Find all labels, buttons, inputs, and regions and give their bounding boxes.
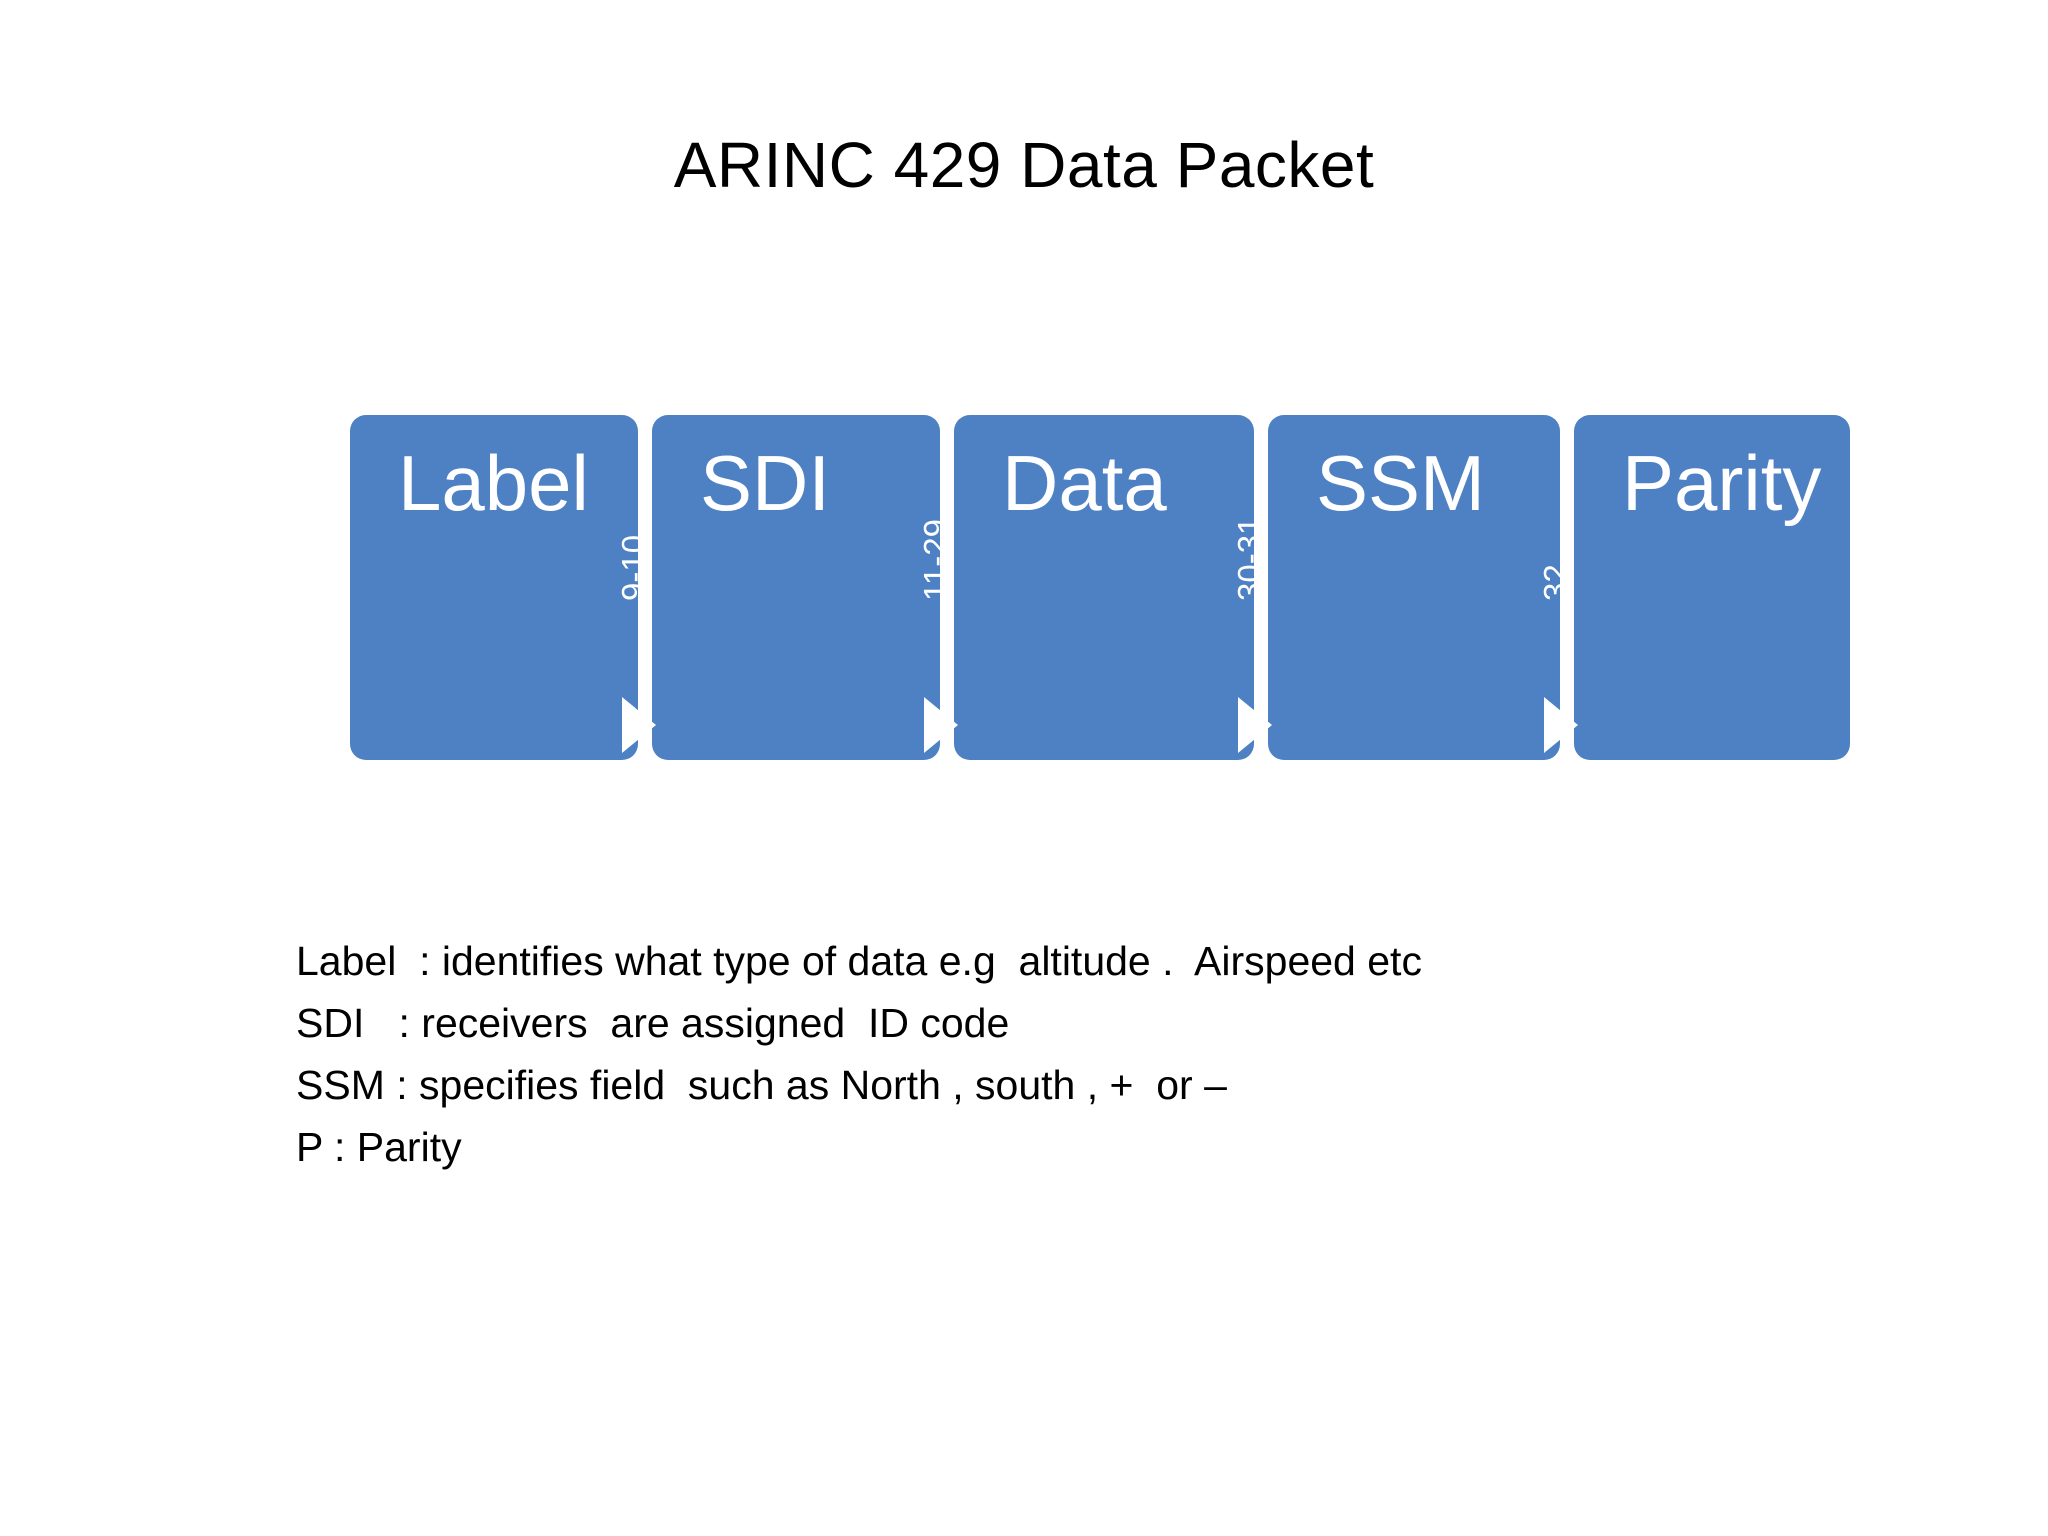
flow-arrow-icon-1 [622,697,656,753]
packet-diagram: 1-8 bits Label 9-10 SDI 11-29 Data 30-31… [313,415,1850,760]
flow-arrow-icon-2 [924,697,958,753]
legend-line-ssm: SSM : specifies field such as North , so… [296,1062,1227,1108]
packet-block-ssm[interactable]: 30-31 SSM [1231,415,1560,760]
bit-range-2: 9-10 [615,534,652,601]
bit-range-3: 11-29 [917,519,954,601]
packet-block-sdi[interactable]: 9-10 SDI [615,415,940,760]
field-name-sdi: SDI [700,439,831,527]
legend-line-label: Label : identifies what type of data e.g… [296,938,1422,984]
flow-arrow-icon-3 [1238,697,1272,753]
field-name-parity: Parity [1622,439,1822,527]
bit-range-5: 32 [1537,564,1574,601]
page-title: ARINC 429 Data Packet [673,129,1375,201]
bit-range-4: 30-31 [1231,516,1268,601]
legend: Label : identifies what type of data e.g… [296,930,1796,1178]
field-name-data: Data [1002,439,1167,527]
packet-block-data[interactable]: 11-29 Data [917,415,1254,760]
legend-line-sdi: SDI : receivers are assigned ID code [296,1000,1010,1046]
packet-block-parity[interactable]: 32 Parity [1537,415,1850,760]
legend-line-parity: P : Parity [296,1124,462,1170]
field-name-ssm: SSM [1316,439,1486,527]
bit-range-1: 1-8 bits [313,492,350,601]
flow-arrow-icon-4 [1544,697,1578,753]
packet-block-label[interactable]: 1-8 bits Label [313,415,638,760]
field-name-label: Label [398,439,589,527]
